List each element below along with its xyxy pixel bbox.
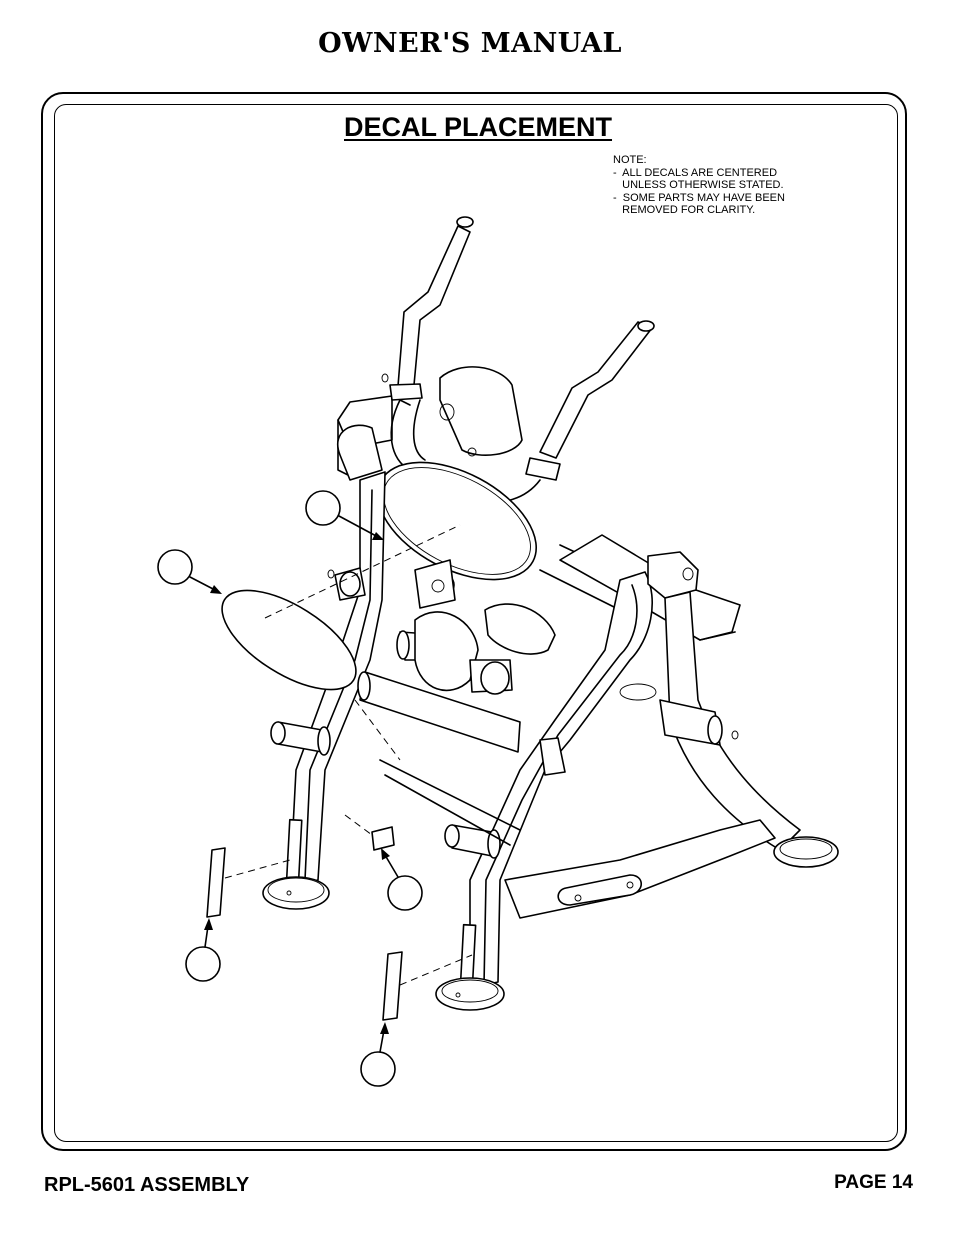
note-line: - SOME PARTS MAY HAVE BEEN <box>613 191 785 204</box>
callout-1 <box>157 549 222 594</box>
right-handle <box>484 320 655 503</box>
note-line: NOTE: <box>613 154 647 166</box>
callout-3 <box>381 848 423 911</box>
left-foot <box>262 876 330 910</box>
base-beam <box>379 759 776 919</box>
placement-lines <box>224 524 473 986</box>
note-line: - ALL DECALS ARE CENTERED <box>613 166 778 179</box>
right-peg <box>444 824 501 859</box>
right-upright <box>459 571 653 989</box>
right-front-foot <box>435 977 505 1011</box>
footer-model: RPL-5601 ASSEMBLY <box>44 1174 250 1196</box>
decal-left-upright <box>206 847 226 918</box>
right-rear-leg <box>659 591 839 868</box>
hardware-details <box>327 373 739 740</box>
drawing-inner-frame <box>54 104 898 1142</box>
left-peg <box>270 721 331 756</box>
callout-5 <box>360 1022 396 1087</box>
note-line: UNLESS OTHERWISE STATED. <box>613 179 784 191</box>
right-top-cap <box>647 551 699 599</box>
callout-2 <box>305 490 384 540</box>
center-cross-tube <box>334 559 556 753</box>
back-pad <box>439 366 523 457</box>
note-block: NOTE: - ALL DECALS ARE CENTERED UNLESS O… <box>613 154 785 217</box>
chest-pad <box>376 461 538 581</box>
left-handle <box>389 216 474 471</box>
section-title: DECAL PLACEMENT <box>344 112 613 142</box>
decal-right-upright <box>382 951 403 1021</box>
footer-page-number: PAGE 14 <box>834 1172 913 1193</box>
callout-4 <box>185 918 221 982</box>
drawing-frame <box>41 92 907 1151</box>
manual-title: OWNER'S MANUAL <box>318 28 622 59</box>
decal-small-label <box>371 826 395 851</box>
decal-chest-pad <box>221 589 357 691</box>
note-line: REMOVED FOR CLARITY. <box>613 204 756 216</box>
